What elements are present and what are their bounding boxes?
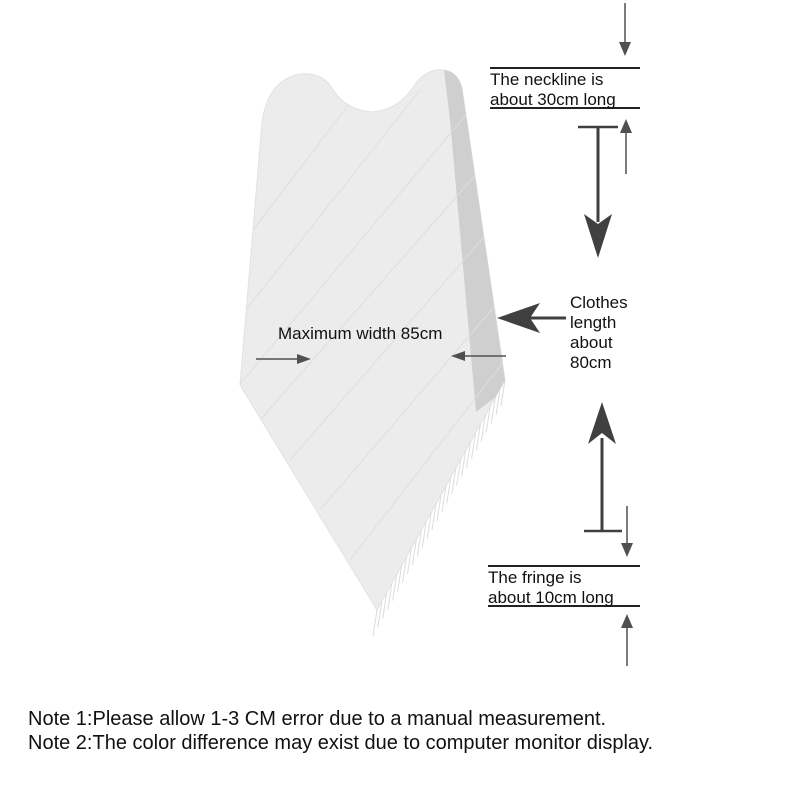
fringe-strand [485,406,491,433]
fringe-strand [461,450,467,477]
clothes-length-line-3: about [570,333,613,352]
fringe-strand [441,486,447,513]
neckline-marker [490,3,640,174]
fringe-strand [387,583,393,610]
fringe-strand [451,468,457,495]
width-arrow-right [451,351,506,361]
fringe-strand [382,592,388,619]
fringe-strand [490,397,496,424]
fringe-strand [421,521,427,548]
max-width-label: Maximum width 85cm [278,324,442,344]
fringe-strand [377,601,383,628]
note-2: Note 2:The color difference may exist du… [28,732,654,754]
neckline-line-1: The neckline is [490,70,604,89]
fringe-strand [407,548,412,575]
fringe-strand [372,609,378,637]
fringe-strand [426,512,432,539]
fringe-strand [480,415,486,442]
fringe-strand [446,477,452,504]
note-1: Note 1:Please allow 1-3 CM error due to … [28,708,607,730]
length-arrow-down [578,125,618,258]
neckline-label: The neckline is about 30cm long [490,70,616,110]
fringe-marker [488,506,640,666]
clothes-length-line-1: Clothes [570,293,628,312]
fringe-line-2: about 10cm long [488,588,614,607]
clothes-length-line-2: length [570,313,617,332]
fringe-strand [402,556,407,583]
fringe-strand [500,379,506,407]
fringe-strand [436,494,442,522]
fringe-strand [466,441,471,468]
fringe-strand [475,424,481,451]
measurement-notes: Note 1:Please allow 1-3 CM error due to … [28,707,653,755]
width-arrow-left [256,354,311,364]
fringe-strand [392,574,398,601]
fringe-strand [397,565,403,592]
fringe-strand [411,539,417,566]
fringe-strand [456,459,462,486]
poncho-garment [239,69,506,637]
max-width-text: Maximum width 85cm [278,324,443,343]
fringe-strand [431,503,437,530]
clothes-length-label: Clothes length about 80cm [570,293,628,373]
fringe-strands [372,379,506,637]
neckline-line-2: about 30cm long [490,90,616,109]
clothes-length-line-4: 80cm [570,353,612,372]
fringe-line-1: The fringe is [488,568,582,587]
fringe-strand [416,530,422,557]
fringe-strand [495,388,501,415]
fringe-strand [471,433,476,460]
length-arrow-pointer [497,303,566,333]
fringe-label: The fringe is about 10cm long [488,568,614,608]
length-arrow-up [584,402,622,533]
